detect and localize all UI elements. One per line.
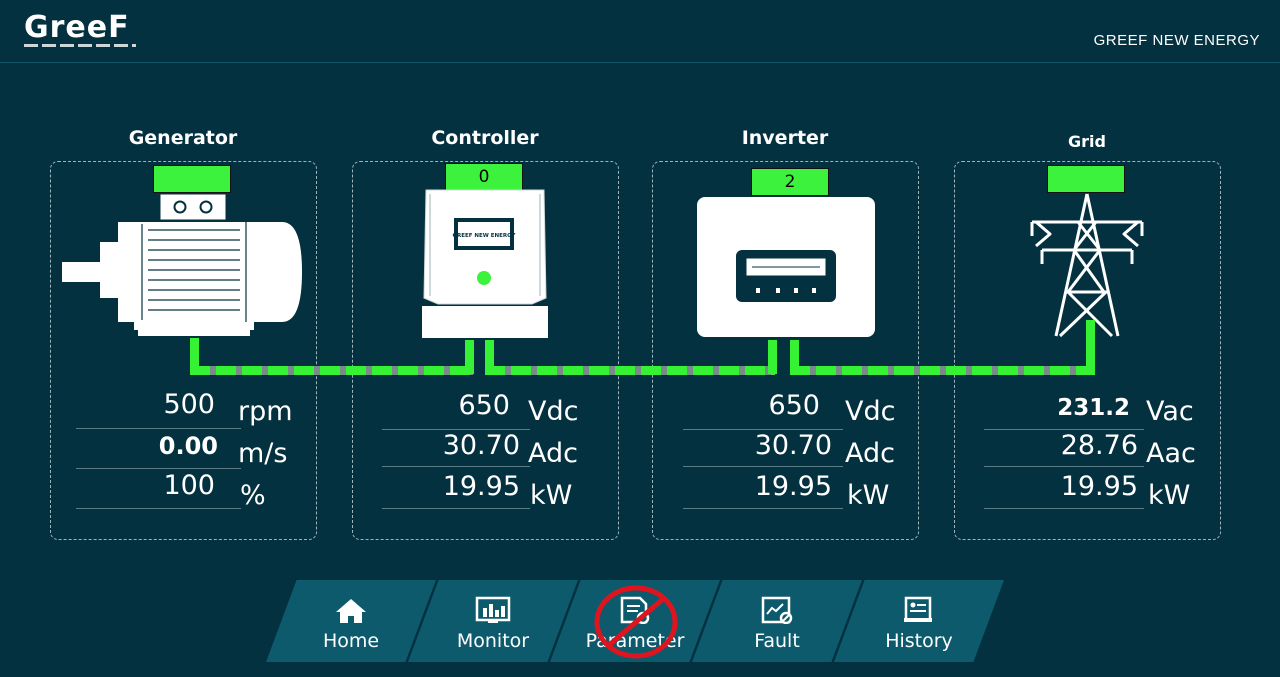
controller-voltage-value: 650 xyxy=(458,390,510,421)
nav-home-button[interactable]: Home xyxy=(266,580,436,662)
divider xyxy=(76,468,241,469)
generator-motor-icon xyxy=(62,193,302,336)
generator-speed-value: 500 xyxy=(163,389,215,420)
controller-current-unit: Adc xyxy=(528,438,578,469)
controller-status-indicator: 0 xyxy=(445,163,523,191)
grid-power-unit: kW xyxy=(1148,480,1191,511)
fault-icon xyxy=(761,596,793,624)
inverter-power-value: 19.95 xyxy=(754,471,832,502)
panel-title-controller: Controller xyxy=(431,127,539,149)
panel-title-inverter: Inverter xyxy=(741,127,829,149)
controller-panel xyxy=(352,161,619,540)
generator-panel xyxy=(50,161,317,540)
inverter-power-unit: kW xyxy=(847,480,890,511)
greef-logo: GreeF xyxy=(24,10,130,45)
controller-power-value: 19.95 xyxy=(442,471,520,502)
controller-current-value: 30.70 xyxy=(442,430,520,461)
divider xyxy=(683,466,843,467)
controller-power-unit: kW xyxy=(530,480,573,511)
divider xyxy=(76,508,241,509)
controller-device-label: GREEF NEW ENERGY xyxy=(452,233,516,239)
grid-voltage-unit: Vac xyxy=(1146,396,1194,427)
nav-history-label: History xyxy=(885,630,953,652)
grid-current-value: 28.76 xyxy=(1060,430,1138,461)
divider xyxy=(984,508,1144,509)
inverter-panel xyxy=(652,161,919,540)
controller-voltage-unit: Vdc xyxy=(528,396,579,427)
history-icon xyxy=(904,596,932,622)
divider xyxy=(683,429,843,430)
wind-speed-value: 0.00 xyxy=(158,432,218,460)
inverter-current-value: 30.70 xyxy=(754,430,832,461)
divider xyxy=(984,466,1144,467)
divider xyxy=(382,466,530,467)
forbidden-icon xyxy=(594,585,678,659)
logo-tagline-mark xyxy=(24,44,136,47)
generator-load-unit: % xyxy=(240,480,266,511)
ac-bus-generator-controller xyxy=(190,366,473,375)
generator-connector xyxy=(190,338,199,374)
divider xyxy=(382,429,530,430)
nav-fault-button[interactable]: Fault xyxy=(692,580,862,662)
grid-panel xyxy=(954,161,1221,540)
controller-input-connector xyxy=(465,340,474,374)
generator-speed-unit: rpm xyxy=(238,396,293,427)
nav-history-button[interactable]: History xyxy=(834,580,1004,662)
nav-monitor-label: Monitor xyxy=(456,630,530,652)
controller-output-connector xyxy=(485,340,494,374)
panel-title-generator: Generator xyxy=(128,127,238,149)
header-bar: GreeF GREEF NEW ENERGY xyxy=(0,0,1280,63)
inverter-output-connector xyxy=(790,340,799,374)
inverter-box-icon xyxy=(697,197,875,337)
grid-power-value: 19.95 xyxy=(1060,471,1138,502)
brand-name: GREEF NEW ENERGY xyxy=(1093,32,1260,49)
dc-bus-controller-inverter xyxy=(485,366,775,375)
inverter-status-indicator: 2 xyxy=(751,168,829,196)
wind-speed-unit: m/s xyxy=(238,438,288,469)
home-icon xyxy=(336,599,366,623)
generator-status-indicator xyxy=(153,165,231,193)
inverter-current-unit: Adc xyxy=(845,438,895,469)
divider xyxy=(76,428,241,429)
divider xyxy=(683,508,843,509)
nav-home-label: Home xyxy=(322,630,380,652)
generator-load-value: 100 xyxy=(163,470,215,501)
monitor-icon xyxy=(475,596,511,623)
grid-status-indicator xyxy=(1047,165,1125,193)
panel-title-grid: Grid xyxy=(1068,132,1106,151)
inverter-voltage-value: 650 xyxy=(768,390,820,421)
power-tower-icon xyxy=(1030,193,1144,338)
ac-bus-inverter-grid xyxy=(790,366,1095,375)
controller-cabinet-icon: GREEF NEW ENERGY xyxy=(422,189,548,338)
nav-monitor-button[interactable]: Monitor xyxy=(408,580,578,662)
divider xyxy=(984,429,1144,430)
grid-current-unit: Aac xyxy=(1146,438,1196,469)
inverter-input-connector xyxy=(768,340,777,374)
grid-voltage-value: 231.2 xyxy=(1057,395,1130,421)
inverter-voltage-unit: Vdc xyxy=(845,396,896,427)
nav-fault-label: Fault xyxy=(754,630,800,652)
grid-connector xyxy=(1086,320,1095,374)
divider xyxy=(382,508,530,509)
